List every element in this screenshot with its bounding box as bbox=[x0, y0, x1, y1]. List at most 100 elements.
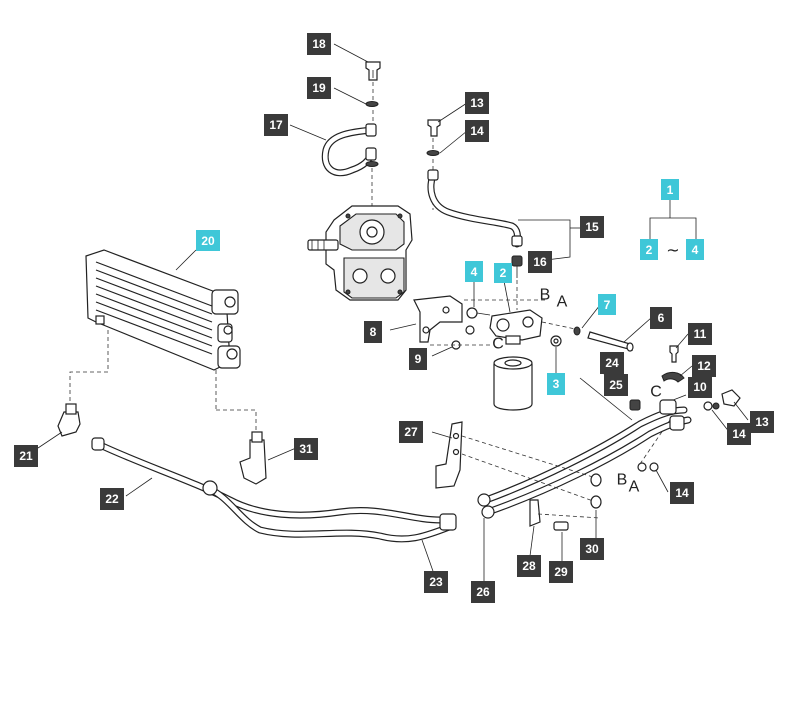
elbow-21 bbox=[57, 403, 81, 437]
callout-4: 4 bbox=[465, 261, 483, 282]
hose-17 bbox=[321, 123, 377, 177]
legend-bracket bbox=[649, 217, 697, 244]
leader-13b bbox=[733, 401, 749, 421]
callout-3: 3 bbox=[547, 373, 565, 395]
callout-27: 27 bbox=[399, 421, 423, 443]
pin-6 bbox=[587, 331, 634, 352]
svg-text:15: 15 bbox=[585, 220, 599, 234]
svg-text:24: 24 bbox=[605, 356, 619, 370]
callout-2: 2 bbox=[494, 263, 512, 283]
svg-text:9: 9 bbox=[415, 352, 422, 366]
svg-text:7: 7 bbox=[604, 298, 611, 312]
svg-text:4: 4 bbox=[692, 243, 699, 257]
callout-11: 11 bbox=[688, 323, 712, 345]
letter-B-upper: B bbox=[540, 287, 551, 304]
svg-text:23: 23 bbox=[429, 575, 443, 589]
callout-12: 12 bbox=[692, 355, 716, 377]
callout-14-lower: 14 bbox=[670, 482, 694, 504]
svg-text:14: 14 bbox=[732, 427, 746, 441]
callout-layer: 18 19 17 13 14 15 16 1 2 4 20 4 2 7 6 8 … bbox=[14, 33, 774, 603]
svg-text:3: 3 bbox=[553, 377, 560, 391]
leader-25 bbox=[579, 377, 633, 421]
leader-17 bbox=[289, 124, 327, 141]
svg-text:20: 20 bbox=[201, 234, 215, 248]
pipe-23 bbox=[202, 480, 457, 543]
axis-cooler-right-2 bbox=[216, 409, 257, 440]
svg-text:14: 14 bbox=[675, 486, 689, 500]
banjo-16 bbox=[511, 255, 523, 278]
fitting-C bbox=[629, 399, 641, 411]
svg-text:28: 28 bbox=[522, 559, 536, 573]
letter-A-lower: A bbox=[629, 479, 640, 496]
svg-text:31: 31 bbox=[299, 442, 313, 456]
callout-18: 18 bbox=[307, 33, 331, 55]
axis-27-upper bbox=[461, 435, 597, 479]
callout-6: 6 bbox=[650, 307, 672, 329]
callout-9: 9 bbox=[409, 348, 427, 370]
svg-text:25: 25 bbox=[609, 378, 623, 392]
svg-text:18: 18 bbox=[312, 37, 326, 51]
leader-23 bbox=[421, 539, 435, 575]
callout-23: 23 bbox=[424, 571, 448, 593]
callout-13-right: 13 bbox=[750, 411, 774, 433]
bolt-11 bbox=[669, 345, 679, 363]
range-symbol: ~ bbox=[666, 241, 679, 260]
leader-12 bbox=[679, 365, 693, 377]
callout-14-top: 14 bbox=[465, 120, 489, 142]
callout-31: 31 bbox=[294, 438, 318, 460]
leader-14c bbox=[655, 469, 669, 493]
leader-27 bbox=[431, 431, 453, 439]
callout-14-right: 14 bbox=[727, 423, 751, 445]
leader-19 bbox=[333, 87, 367, 105]
pipe-22 bbox=[91, 437, 444, 524]
svg-text:4: 4 bbox=[471, 265, 478, 279]
filter-head bbox=[489, 309, 543, 345]
pipe-26 bbox=[477, 399, 692, 519]
nut-3 bbox=[550, 335, 562, 347]
washer-19 bbox=[365, 101, 379, 107]
svg-text:21: 21 bbox=[19, 449, 33, 463]
callout-1: 1 bbox=[661, 179, 679, 200]
leader-11 bbox=[675, 333, 689, 349]
washer-17-lower bbox=[365, 161, 379, 167]
svg-text:27: 27 bbox=[404, 425, 418, 439]
callout-25: 25 bbox=[604, 374, 628, 396]
hydraulic-pump bbox=[307, 205, 413, 301]
svg-text:17: 17 bbox=[269, 118, 283, 132]
pipe-15 bbox=[427, 169, 523, 248]
elbow-31 bbox=[239, 431, 267, 485]
callout-29: 29 bbox=[549, 561, 573, 583]
leader-9 bbox=[431, 346, 453, 357]
leader-13a bbox=[437, 102, 468, 123]
axis-cooler-left-2 bbox=[69, 371, 108, 414]
svg-text:6: 6 bbox=[658, 311, 665, 325]
banjo-bolt-13-top bbox=[427, 119, 441, 137]
callout-13-top: 13 bbox=[465, 92, 489, 114]
callout-17: 17 bbox=[264, 114, 288, 136]
svg-text:8: 8 bbox=[370, 325, 377, 339]
callout-7: 7 bbox=[598, 294, 616, 315]
leader-6 bbox=[623, 317, 652, 343]
leader-21 bbox=[37, 431, 63, 449]
leader-8 bbox=[389, 323, 417, 331]
callout-15: 15 bbox=[580, 216, 604, 238]
oil-filter bbox=[493, 356, 533, 411]
svg-text:13: 13 bbox=[470, 96, 484, 110]
bolt-4 bbox=[466, 307, 491, 319]
svg-text:11: 11 bbox=[694, 327, 707, 341]
bracket-27 bbox=[435, 421, 463, 489]
svg-text:12: 12 bbox=[697, 359, 711, 373]
bolt-29 bbox=[553, 521, 569, 531]
letter-A-upper: A bbox=[557, 294, 568, 311]
leader-2b bbox=[503, 280, 511, 313]
callout-2-legend: 2 bbox=[640, 239, 658, 260]
svg-text:10: 10 bbox=[693, 380, 707, 394]
leader-28 bbox=[529, 525, 535, 557]
svg-text:19: 19 bbox=[312, 81, 326, 95]
letter-C-right: C bbox=[650, 384, 662, 401]
leader-31 bbox=[267, 447, 297, 461]
leader-22 bbox=[125, 477, 153, 497]
leader-18 bbox=[333, 43, 369, 63]
oil-cooler bbox=[85, 249, 241, 371]
